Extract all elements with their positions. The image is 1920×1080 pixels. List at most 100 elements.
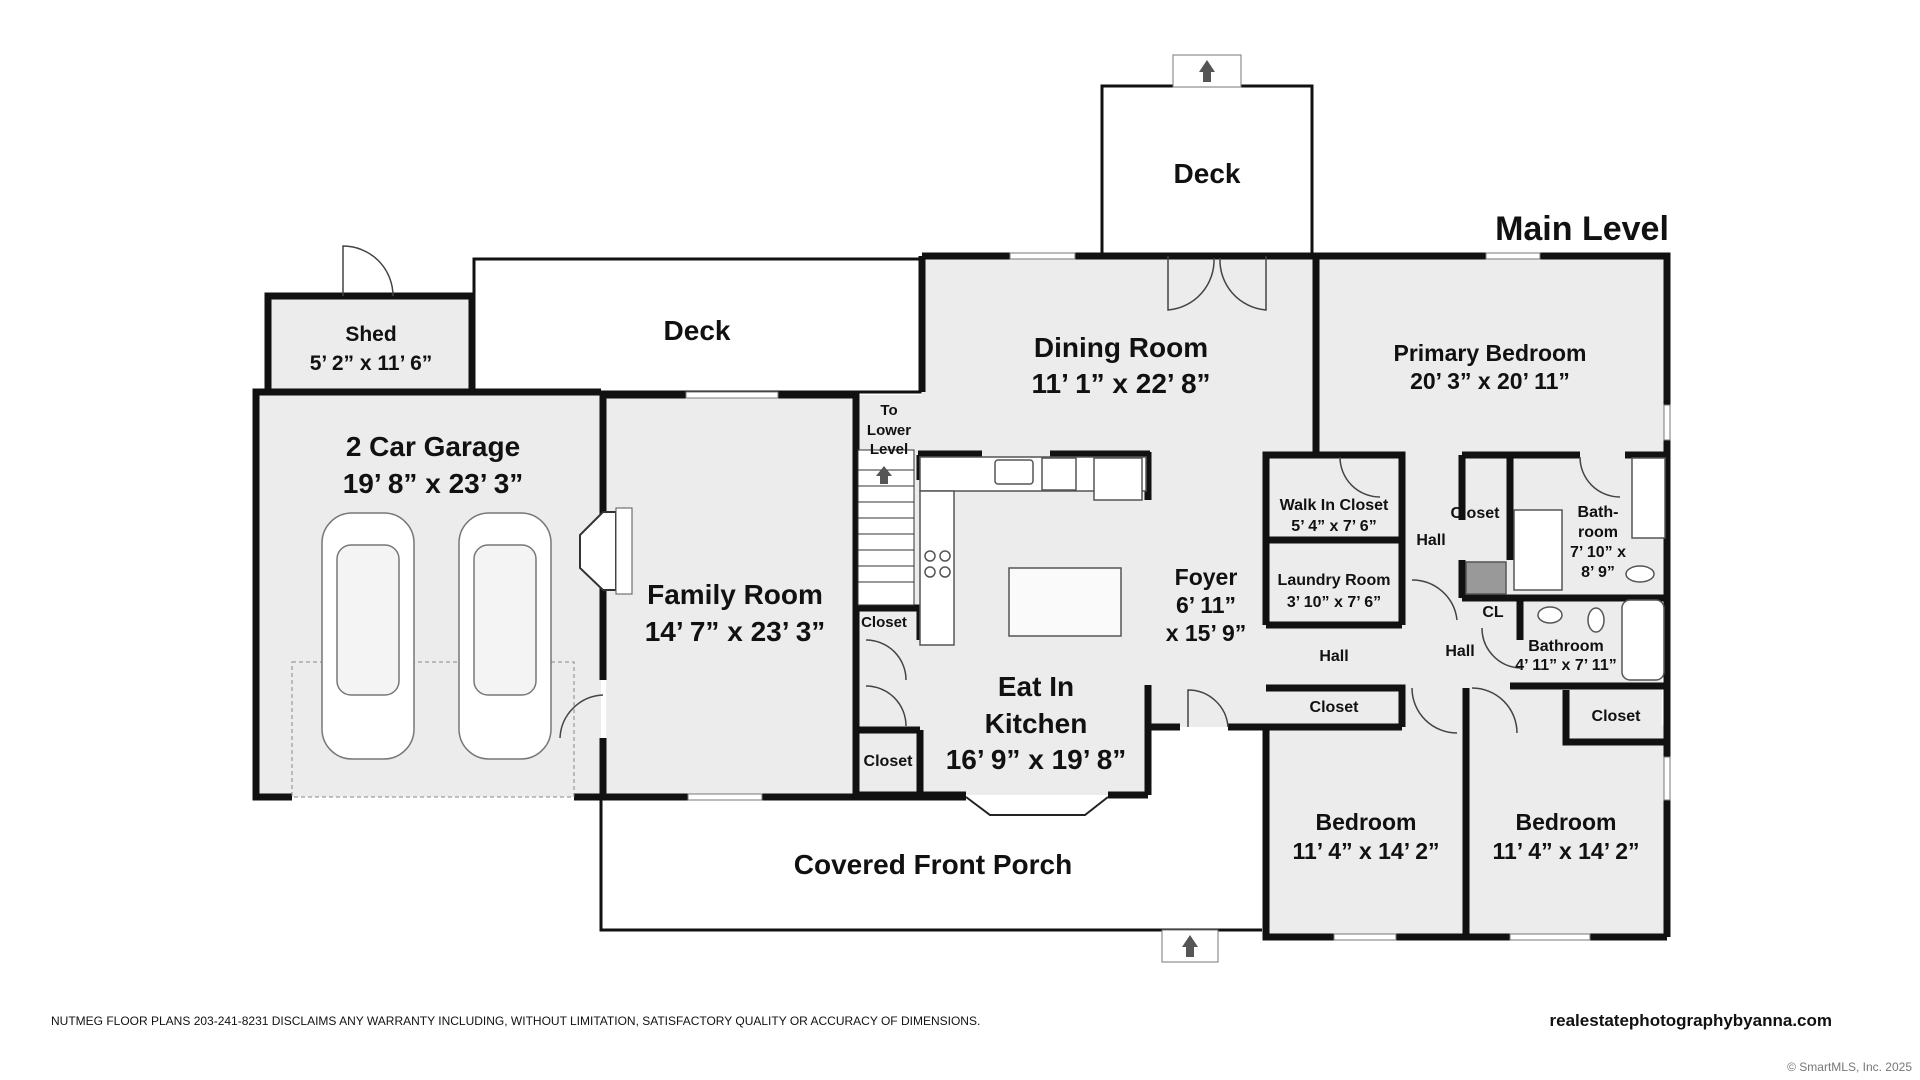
arrow-up-icon [1199,60,1215,82]
stair-arrow-icon [876,466,892,484]
stairs-label-1: To [880,402,897,419]
family-room-label: Family Room [647,579,823,610]
linen-hatch [1465,561,1507,595]
window-bed-left [1333,933,1397,941]
deck-top-label: Deck [1174,158,1241,189]
laundry-label: Laundry Room [1278,572,1391,589]
foyer-label: Foyer [1175,564,1238,590]
garage-dims: 19’ 8” x 23’ 3” [343,468,524,499]
family-room-dims: 14’ 7” x 23’ 3” [645,616,826,647]
stove-icon-4 [939,566,951,578]
shed-dims: 5’ 2” x 11’ 6” [310,352,433,375]
shed-wall [264,292,476,392]
kitchen-label-2: Kitchen [985,708,1088,739]
window-bedroom-side [1663,756,1671,801]
bedroom-left-dims: 11’ 4” x 14’ 2” [1292,838,1439,864]
windows [685,252,1671,941]
foyer-dims-1: 6’ 11” [1176,592,1236,618]
primary-bath-dims-2: 8’ 9” [1581,564,1615,581]
kitchen-fixtures [919,456,1147,646]
stairs [857,449,915,606]
kitchen-dims: 16’ 9” x 19’ 8” [946,744,1127,775]
entry-arrows [1161,54,1242,963]
closet-stair-label: Closet [861,614,907,631]
labels: Main Level Deck Deck Shed 5’ 2” x 11’ 6”… [310,158,1669,880]
kitchen-label-1: Eat In [998,671,1074,702]
car-left-roof [336,544,400,696]
tub-icon [1621,599,1665,681]
bedroom-right-label: Bedroom [1516,809,1617,835]
bedroom-right-dims: 11’ 4” x 14’ 2” [1492,838,1639,864]
bath2-door [1481,627,1521,669]
foyer-floor [1148,452,1262,727]
shed-door [342,245,394,297]
sink-bath-icon [1537,606,1563,624]
fireplace [579,507,633,595]
primary-wall-2 [1540,252,1671,405]
toilet-bath-icon [1587,607,1605,633]
hall-right-label: Hall [1445,643,1474,660]
hall-door-1 [1411,579,1458,621]
cl-label: CL [1482,604,1504,621]
laundry-dims: 3’ 10” x 7’ 6” [1287,594,1381,611]
kitchen-closet-door [865,685,907,727]
porch-label: Covered Front Porch [794,849,1072,880]
walkin-door [1339,456,1381,498]
foyer-dims-2: x 15’ 9” [1166,620,1247,646]
primary-bedroom-dims: 20’ 3” x 20’ 11” [1410,368,1570,394]
walk-in-closet-label: Walk In Closet [1280,497,1389,514]
bathroom-label: Bathroom [1528,638,1604,655]
hall-floor [1262,615,1662,727]
dishwasher-icon [1041,457,1077,491]
deck-left-label: Deck [664,315,731,346]
bay-window [965,796,1109,816]
closet-primary-label: Closet [1451,505,1501,522]
primary-bath-door [1579,456,1621,498]
window-primary-side [1663,404,1671,441]
stairs-label-2: Lower [867,422,911,439]
sink-icon [994,459,1034,485]
bedrooms-outer [1262,727,1334,941]
arrow-up-icon-2 [1182,935,1198,957]
kitchen-island [1008,567,1122,637]
bedroom-left-floor [1266,725,1466,935]
garage-wall [252,388,601,801]
garage-cars [291,512,575,798]
bath-fixtures [1465,457,1666,681]
garage-label: 2 Car Garage [346,431,520,462]
shed-label: Shed [345,323,396,346]
hall-primary-label: Hall [1416,532,1445,549]
closet-kitchen-label: Closet [864,753,914,770]
window-bed-right [1509,933,1591,941]
disclaimer-text: NUTMEG FLOOR PLANS 203-241-8231 DISCLAIM… [51,1014,981,1028]
shed-floor [268,296,472,389]
stove-icon-2 [939,550,951,562]
window-dining [1009,252,1076,260]
window-family [687,793,763,801]
dining-room-floor [922,256,1317,452]
closet-bedroom-label: Closet [1592,708,1642,725]
porch-outline [599,797,1262,932]
stairs-label-3: Level [870,441,908,458]
toilet-icon [1625,565,1655,583]
hall-center-label: Hall [1319,648,1348,665]
bedroom-closet-wall [1562,690,1667,746]
bathroom-dims: 4’ 11” x 7’ 11” [1515,657,1616,674]
garage-door [559,694,604,739]
hall-door-3 [1471,687,1518,734]
primary-bath-label-1: Bath- [1578,504,1619,521]
vanity-icon [1631,457,1666,539]
stair-closet-door [865,639,907,681]
walk-in-closet-dims: 5’ 4” x 7’ 6” [1291,518,1376,535]
window-family-top [685,391,779,399]
car-right-roof [473,544,537,696]
closet-hall-label: Closet [1310,699,1360,716]
dining-room-dims: 11’ 1” x 22’ 8” [1031,368,1210,399]
foyer-door [1187,689,1229,728]
bedroom-left-label: Bedroom [1316,809,1417,835]
hall-door-2 [1411,687,1458,734]
primary-bedroom-floor [1317,256,1667,454]
copyright-text: © SmartMLS, Inc. 2025 [1787,1060,1912,1074]
primary-bath-dims-1: 7’ 10” x [1570,544,1626,561]
